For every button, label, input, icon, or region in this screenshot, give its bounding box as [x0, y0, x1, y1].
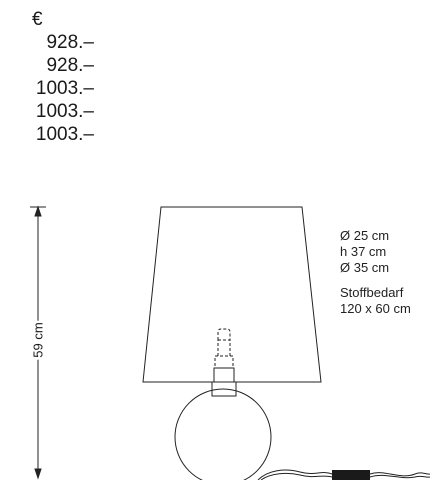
lamp-base-sphere — [174, 388, 272, 480]
power-cord — [257, 469, 430, 480]
spec-bottom-diameter: Ø 35 cm — [340, 260, 390, 275]
lamp-shade — [142, 206, 322, 383]
spec-top-diameter: Ø 25 cm — [340, 228, 390, 243]
price-3: 1003.– — [35, 78, 94, 99]
price-list: € 928.– 928.– 1003.– 1003.– 1003.– — [14, 8, 94, 146]
price-1: 928.– — [46, 32, 94, 53]
currency-symbol: € — [32, 9, 43, 30]
lamp-socket-hidden — [214, 328, 234, 369]
spec-fabric-label: Stoffbedarf — [340, 285, 404, 300]
spec-fabric-size: 120 x 60 cm — [340, 301, 411, 316]
price-2: 928.– — [46, 55, 94, 76]
price-5: 1003.– — [35, 124, 94, 145]
height-dimension-label: 59 cm — [30, 320, 46, 360]
price-4: 1003.– — [35, 101, 94, 122]
shade-specifications: Ø 25 cm h 37 cm Ø 35 cm Stoffbedarf 120 … — [340, 228, 411, 317]
lamp-neck — [211, 367, 237, 397]
cord-switch — [332, 470, 370, 480]
spec-shade-height: h 37 cm — [340, 244, 387, 259]
